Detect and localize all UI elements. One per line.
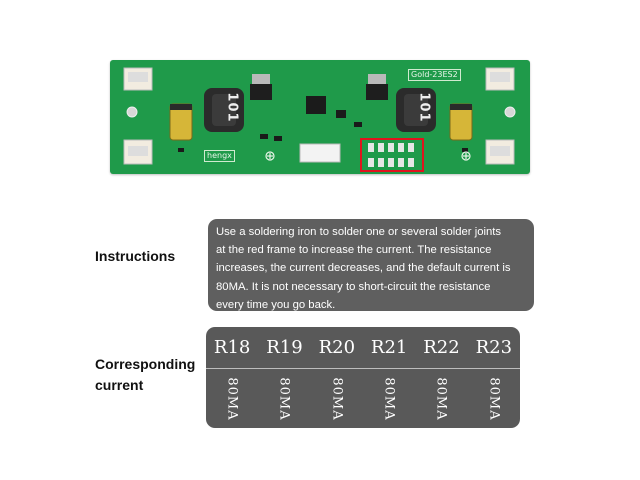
current-cell: 80MA [363, 369, 415, 428]
transistor-right-tab [368, 74, 386, 84]
resistor-label: R22 [423, 337, 460, 358]
plus-markers [265, 151, 471, 161]
capacitor-left-band [170, 104, 192, 110]
resistor-label: R23 [475, 337, 513, 358]
resistor-label: R19 [266, 337, 303, 358]
resistor-label: R20 [318, 337, 356, 358]
pcb-drawing [123, 67, 516, 167]
current-value: 80MA [329, 377, 345, 421]
current-values-row: 80MA 80MA 80MA 80MA 80MA 80MA [206, 369, 520, 428]
capacitor-right-band [450, 104, 472, 110]
resistor-pads [368, 143, 414, 167]
current-cell: 80MA [258, 369, 310, 428]
connector-left-bottom-pins [128, 146, 148, 156]
current-cell: 80MA [415, 369, 467, 428]
connector-left-top-pins [128, 72, 148, 82]
connector-right-bottom-pins [490, 146, 510, 156]
current-label: Corresponding current [95, 356, 196, 393]
inductor-right-marking: 101 [416, 92, 432, 123]
current-value: 80MA [276, 377, 292, 421]
smd-parts [178, 122, 468, 152]
resistor-label: R18 [213, 337, 251, 358]
instructions-line: every time you go back. [216, 298, 336, 311]
red-frame-highlight [360, 138, 424, 172]
inductor-right-core [404, 94, 428, 126]
inductor-left-marking: 101 [224, 92, 240, 123]
board-model-label: Gold-23ES2 [408, 69, 461, 81]
current-cell: 80MA [311, 369, 363, 428]
board-brand-label: hengx [204, 150, 235, 162]
transistor-left-body [250, 84, 272, 100]
mount-hole-right [504, 106, 516, 118]
mount-hole-left [126, 106, 138, 118]
current-value: 80MA [381, 377, 397, 421]
instructions-line: increases, the current decreases, and th… [216, 262, 511, 275]
transistor-right-body [366, 84, 388, 100]
pcb-board-image: Gold-23ES2 hengx 101 101 [110, 60, 530, 174]
resistor-header-row: R18 R19 R20 R21 R22 R23 [206, 327, 520, 369]
instructions-line: at the red frame to increase the current… [216, 244, 492, 257]
center-ic [306, 96, 326, 114]
instructions-label: Instructions [95, 248, 176, 264]
transistor-left-tab [252, 74, 270, 84]
connector-center [299, 143, 341, 163]
instructions-box: Use a soldering iron to solder one or se… [208, 219, 534, 311]
resistor-label: R21 [370, 337, 408, 358]
instructions-line: 80MA. It is not necessary to short-circu… [216, 280, 491, 293]
inductor-left-core [212, 94, 236, 126]
current-value: 80MA [486, 377, 502, 421]
current-value: 80MA [224, 377, 240, 421]
current-cell: 80MA [206, 369, 258, 428]
current-table: R18 R19 R20 R21 R22 R23 80MA 80MA 80MA 8… [206, 327, 520, 428]
instructions-line: Use a soldering iron to solder one or se… [216, 226, 502, 238]
small-ic [336, 110, 346, 118]
connector-right-top-pins [490, 72, 510, 82]
current-value: 80MA [433, 377, 449, 421]
current-cell: 80MA [468, 369, 520, 428]
